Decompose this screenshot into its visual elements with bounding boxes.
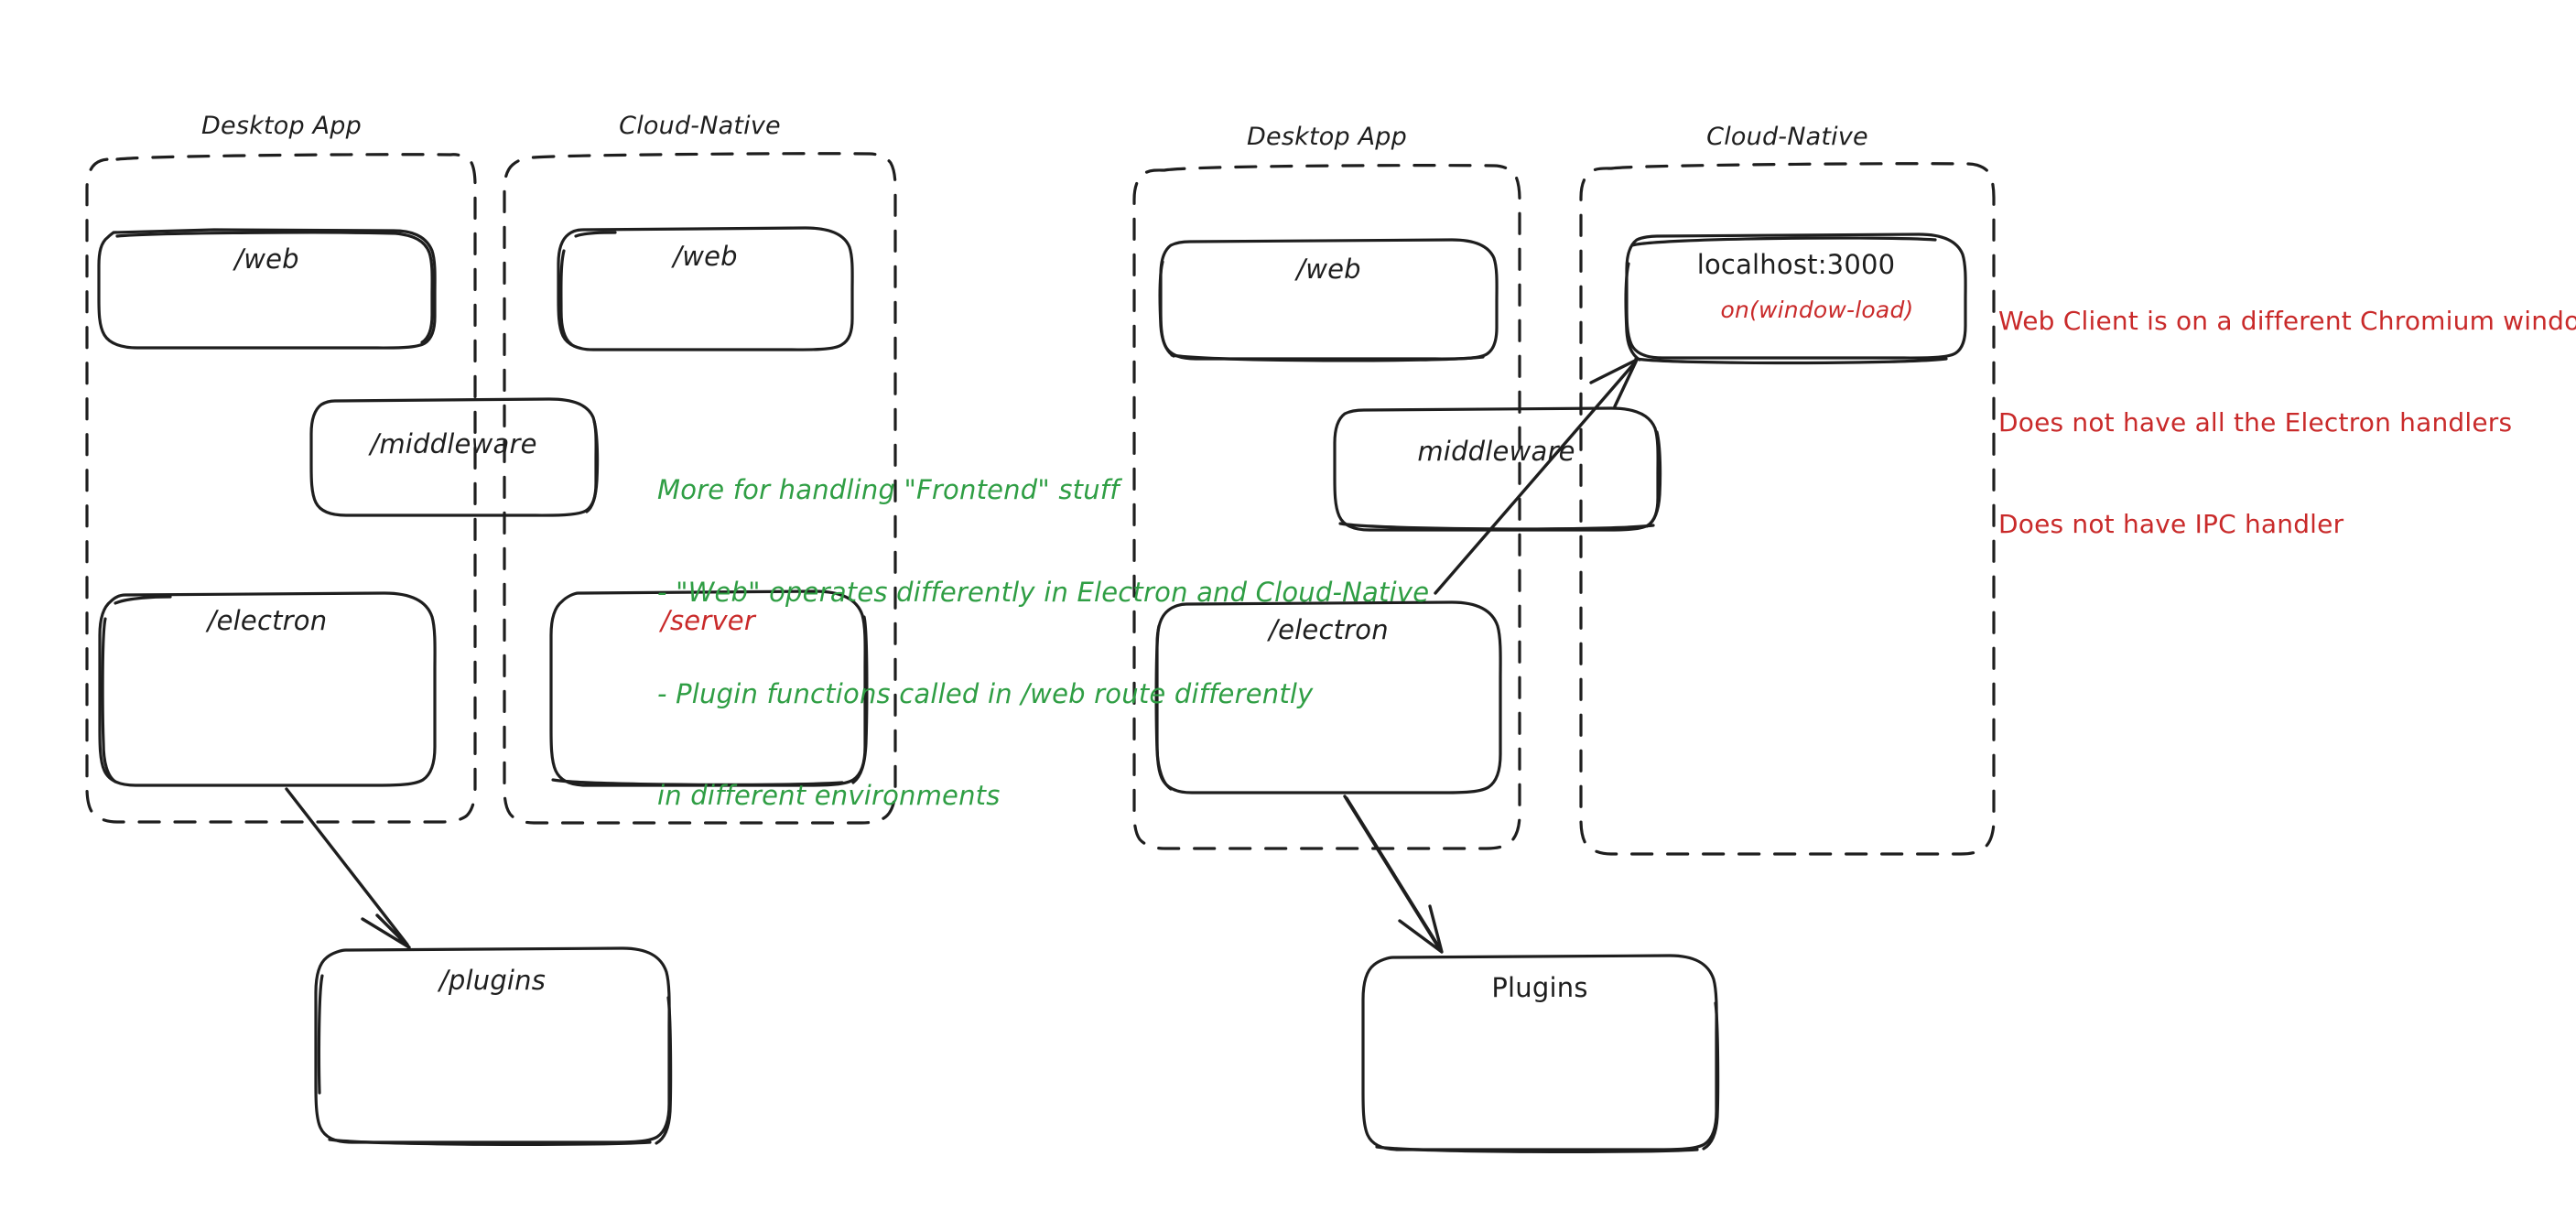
right-electron-to-localhost-arrow: [1434, 358, 1639, 595]
left-server-shape: [549, 589, 869, 787]
right-electron-to-plugins-arrow: [1343, 794, 1444, 954]
node-label-right-middleware[interactable]: middleware: [1417, 436, 1575, 467]
right-plugins-shape: [1361, 954, 1720, 1153]
node-label-left-server[interactable]: /server: [661, 605, 755, 636]
annotation-green-line-1: More for handling "Frontend" stuff: [657, 474, 1120, 506]
node-label-left-electron[interactable]: /electron: [207, 605, 328, 636]
group-label-left-cloud-native: Cloud-Native: [619, 112, 781, 140]
annotation-green-line-3: - Plugin functions called in /web route …: [657, 677, 1314, 709]
annotation-green-line-4: in different environments: [657, 780, 1001, 812]
right-localhost-shape: [1624, 232, 1967, 365]
node-label-left-middleware[interactable]: /middleware: [370, 428, 537, 459]
node-sublabel-right-localhost-onwindowload: on(window-load): [1720, 297, 1914, 323]
node-label-right-localhost[interactable]: localhost:3000: [1696, 249, 1896, 280]
left-cloud-web-shape: [557, 226, 854, 351]
node-label-left-cloud-web[interactable]: /web: [673, 241, 738, 272]
node-label-left-plugins[interactable]: /plugins: [438, 965, 547, 996]
left-electron-shape: [98, 591, 437, 787]
annotation-green-line-2: - "Web" operates differently in Electron…: [657, 576, 1430, 608]
group-label-right-cloud-native: Cloud-Native: [1706, 123, 1868, 151]
group-label-left-desktop-app: Desktop App: [201, 112, 362, 140]
annotation-red-line-3: Does not have IPC handler: [1998, 508, 2344, 539]
right-desktop-app-boundary: [1132, 164, 1521, 850]
node-label-right-electron[interactable]: /electron: [1269, 614, 1389, 645]
annotation-green-note: More for handling "Frontend" stuff - "We…: [657, 405, 1429, 881]
left-cloud-native-boundary: [503, 152, 897, 825]
node-label-right-desktop-web[interactable]: /web: [1296, 254, 1361, 285]
right-cloud-native-boundary: [1579, 162, 1996, 856]
right-middleware-shape: [1333, 406, 1662, 532]
annotation-red-line-1: Web Client is on a different Chromium wi…: [1998, 305, 2576, 336]
left-desktop-web-shape: [97, 228, 437, 350]
node-label-right-plugins[interactable]: Plugins: [1491, 972, 1588, 1003]
annotation-red-line-2: Does not have all the Electron handlers: [1998, 406, 2513, 438]
right-electron-shape: [1154, 600, 1502, 794]
node-label-left-desktop-web[interactable]: /web: [234, 243, 299, 275]
annotation-red-note: Web Client is on a different Chromium wi…: [1998, 237, 2576, 609]
left-electron-to-plugins-arrow: [285, 787, 411, 949]
left-middleware-shape: [309, 397, 600, 517]
right-desktop-web-shape: [1158, 238, 1499, 362]
left-plugins-shape: [314, 946, 673, 1146]
group-label-right-desktop-app: Desktop App: [1247, 123, 1407, 151]
left-desktop-app-boundary: [85, 153, 477, 824]
